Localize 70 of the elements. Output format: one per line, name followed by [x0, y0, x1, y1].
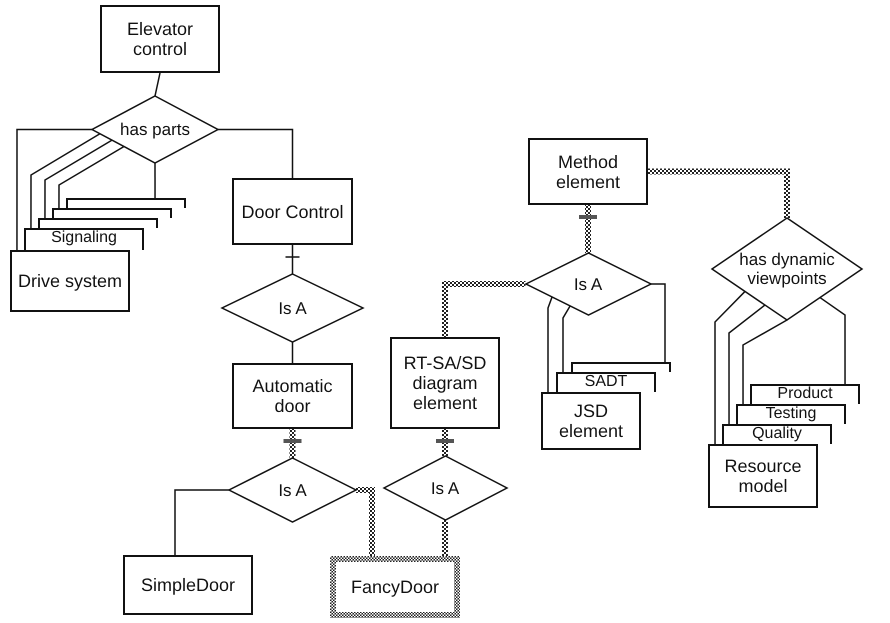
- connector-line: [174, 489, 229, 555]
- entity-name: SimpleDoor: [140, 575, 236, 595]
- connector-line: [44, 140, 112, 218]
- entity-box: [66, 198, 186, 208]
- connector-line: [728, 304, 766, 424]
- entity-name: SADT: [584, 373, 628, 391]
- entity-box: [232, 363, 353, 429]
- entity-name: Product: [777, 385, 833, 403]
- connector-line: [292, 342, 294, 363]
- relationship-diamond: [712, 218, 862, 320]
- relationship-diamond: [384, 456, 506, 520]
- hatched-connector: [282, 429, 302, 458]
- entity-box: [123, 555, 253, 615]
- entity-name: Signaling: [51, 229, 117, 247]
- entity-box: [38, 218, 158, 228]
- relationship-diamond: [92, 96, 218, 163]
- relationship-name: Is A: [278, 480, 307, 500]
- entity-box: [24, 228, 144, 250]
- entity-name: JSD element: [558, 401, 624, 441]
- connector-line: [742, 319, 788, 404]
- entity-box: [750, 384, 860, 404]
- hatched-connector: [356, 487, 375, 556]
- hatched-connector: [578, 205, 598, 253]
- connector-line: [547, 296, 553, 392]
- connector-line: [562, 306, 571, 372]
- entity-box: [736, 404, 846, 424]
- hatched-connector: [442, 520, 448, 556]
- entity-box: [390, 337, 500, 429]
- entity-box: [556, 372, 656, 392]
- entity-box: [708, 444, 818, 508]
- entity-name: Quality: [752, 425, 802, 443]
- entity-box: [541, 392, 641, 450]
- entity-box: [232, 178, 353, 245]
- entity-box: [100, 5, 220, 73]
- connector-line: [714, 290, 746, 444]
- entity-name: Testing: [766, 405, 816, 423]
- connector-line: [16, 128, 92, 250]
- connector-line: [820, 296, 846, 384]
- relationship-name: has dynamic viewpoints: [738, 250, 836, 288]
- relationship-diamond: [222, 274, 363, 342]
- entity-box: [722, 424, 832, 444]
- relationship-diamond: [229, 458, 356, 522]
- connector-line: [154, 72, 161, 96]
- connector-line: [154, 163, 156, 198]
- connector-line: [58, 146, 124, 208]
- hatched-connector: [442, 281, 526, 337]
- relationship-name: has parts: [120, 120, 190, 139]
- connector-line: [30, 133, 100, 228]
- entity-name: Drive system: [18, 271, 122, 291]
- connector-line: [218, 128, 294, 178]
- entity-box: [330, 556, 460, 618]
- relationship-name: Is A: [430, 478, 460, 498]
- entity-name: Door Control: [241, 202, 344, 222]
- hatched-connector: [435, 429, 455, 456]
- entity-name: FancyDoor: [336, 562, 454, 612]
- entity-name: Elevator control: [126, 19, 194, 59]
- entity-box: [10, 250, 130, 312]
- connector-line: [650, 283, 666, 362]
- relationship-name: Is A: [278, 298, 307, 318]
- entity-box: [571, 362, 671, 372]
- entity-name: RT-SA/SD diagram element: [402, 353, 488, 413]
- entity-box: [528, 138, 648, 205]
- relationship-name: Is A: [574, 274, 602, 294]
- entity-name: Method element: [554, 152, 622, 192]
- entity-name: Resource model: [723, 456, 803, 496]
- hatched-connector: [648, 168, 790, 218]
- relationship-diamond: [526, 253, 650, 315]
- entity-box: [52, 208, 172, 218]
- connector-line: [284, 245, 300, 274]
- entity-name: Automatic door: [251, 376, 334, 416]
